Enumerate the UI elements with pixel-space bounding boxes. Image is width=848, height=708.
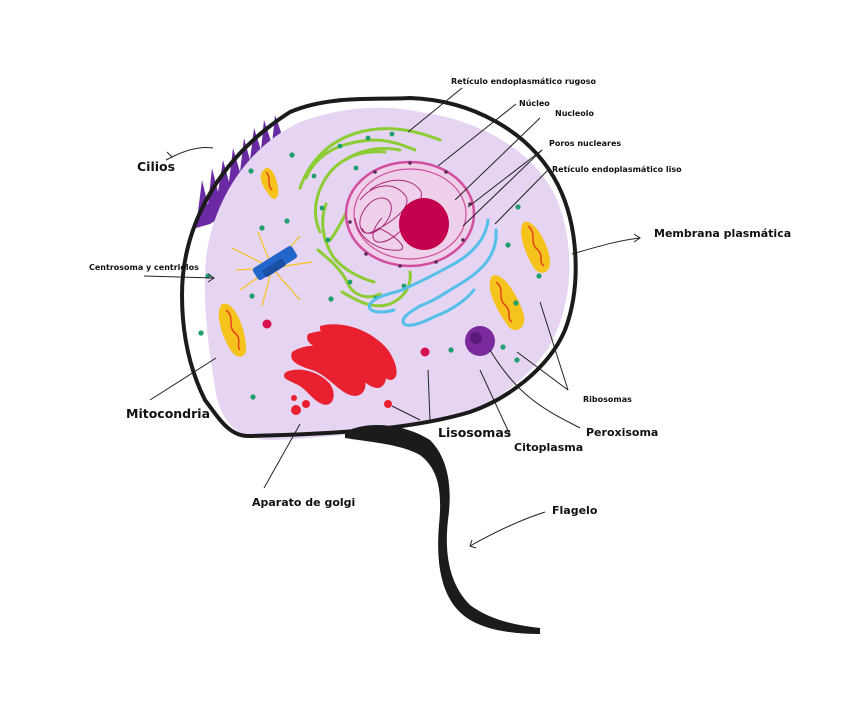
- rough-er-shape: [298, 127, 442, 308]
- label-cilios: Cilios: [137, 159, 175, 174]
- flagellum-shape: [345, 425, 540, 634]
- cilia-shape: [196, 115, 281, 228]
- mitochondrion-4: [489, 275, 525, 331]
- label-citoplasma: Citoplasma: [514, 441, 583, 454]
- label-aparato-golgi: Aparato de golgi: [252, 496, 355, 509]
- free-ribosomes: [198, 152, 542, 400]
- label-flagelo: Flagelo: [552, 504, 598, 517]
- label-reticulo-rugoso: Retículo endoplasmático rugoso: [451, 77, 597, 86]
- label-poros-nucleares: Poros nucleares: [549, 139, 621, 148]
- label-lisosomas: Lisosomas: [438, 425, 511, 440]
- lysosomes: [262, 319, 430, 357]
- label-ribosomas: Ribosomas: [583, 395, 632, 404]
- peroxisome-shape: [465, 326, 495, 356]
- mitochondrion-3: [521, 221, 550, 273]
- mitochondrion-2: [218, 303, 247, 357]
- label-centrosoma: Centrosoma y centriolos: [89, 263, 199, 272]
- mitochondria-group: [218, 167, 550, 357]
- smooth-er-shape: [367, 218, 498, 327]
- cell-membrane: [179, 95, 578, 439]
- nucleolus-shape: [399, 198, 449, 250]
- label-reticulo-liso: Retículo endoplasmático liso: [552, 165, 682, 174]
- nuclear-pores: [348, 161, 472, 268]
- mitochondrion-1: [260, 167, 279, 199]
- label-nucleo: Núcleo: [519, 99, 550, 108]
- centrosome-shape: [231, 231, 313, 307]
- label-peroxisoma: Peroxisoma: [586, 426, 658, 439]
- label-nucleolo: Nucleolo: [555, 109, 595, 118]
- label-membrana-plasmatica: Membrana plasmática: [654, 227, 791, 240]
- leader-lines: [143, 87, 641, 549]
- label-mitocondria: Mitocondria: [126, 406, 210, 421]
- golgi-apparatus-shape: [283, 324, 397, 415]
